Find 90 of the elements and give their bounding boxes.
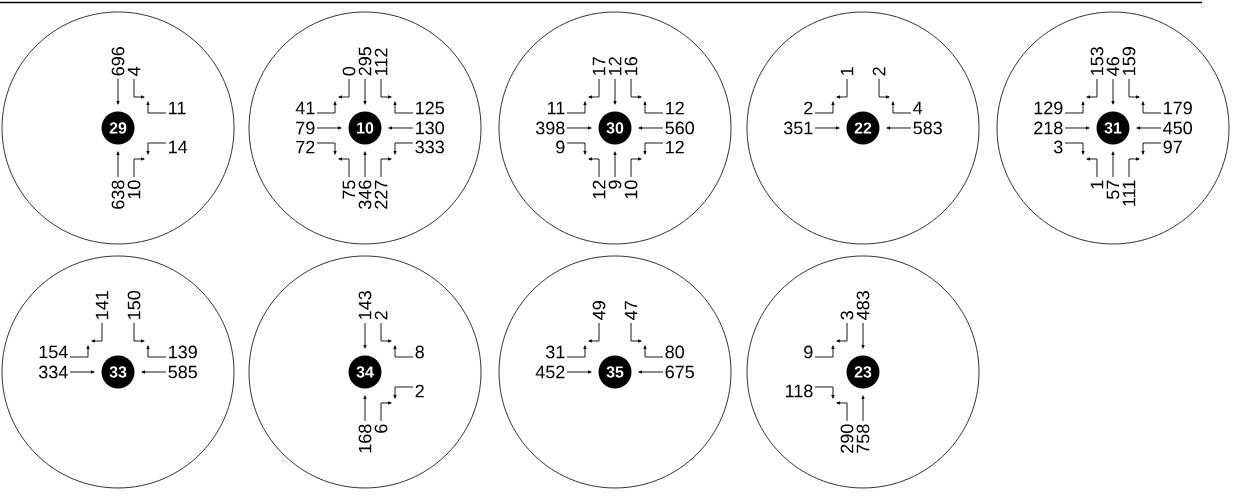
traffic-count: 72	[296, 140, 315, 154]
traffic-count: 143	[358, 291, 372, 319]
traffic-count: 150	[127, 290, 141, 319]
traffic-count: 585	[168, 365, 197, 379]
intersection-number: 33	[101, 355, 135, 389]
traffic-count: 17	[592, 57, 606, 75]
traffic-count: 346	[358, 180, 372, 210]
traffic-count: 1	[840, 67, 854, 75]
intersection-circle	[498, 11, 732, 245]
traffic-count: 153	[1090, 47, 1104, 75]
traffic-count: 218	[1034, 121, 1063, 135]
traffic-count: 168	[358, 424, 372, 453]
traffic-count: 9	[608, 180, 622, 189]
traffic-count: 4	[127, 66, 141, 76]
traffic-count: 2	[804, 101, 813, 115]
traffic-count: 8	[415, 345, 424, 359]
traffic-count: 111	[1122, 180, 1136, 206]
traffic-count: 139	[169, 345, 197, 359]
traffic-count: 31	[546, 345, 565, 359]
traffic-count: 398	[535, 121, 565, 135]
traffic-count: 12	[666, 101, 684, 115]
traffic-count: 2	[374, 311, 388, 320]
traffic-count: 333	[415, 140, 444, 154]
traffic-count: 227	[374, 180, 388, 209]
intersection-number: 29	[101, 111, 135, 145]
traffic-count: 483	[856, 291, 870, 320]
traffic-count: 57	[1106, 180, 1120, 199]
traffic-count: 675	[665, 365, 694, 379]
traffic-count: 295	[358, 47, 372, 76]
traffic-count: 1	[1090, 180, 1104, 189]
traffic-count: 79	[296, 121, 315, 135]
intersection-number: 30	[598, 111, 632, 145]
traffic-count: 0	[342, 66, 356, 76]
traffic-count: 112	[374, 48, 388, 75]
intersection-number: 34	[348, 355, 382, 389]
traffic-count: 154	[39, 345, 68, 359]
intersection-circle	[248, 11, 482, 245]
traffic-count: 2	[872, 67, 886, 76]
traffic-count: 4	[913, 101, 923, 115]
intersection-circle	[996, 11, 1230, 245]
traffic-count: 290	[840, 424, 854, 453]
traffic-count: 452	[535, 365, 565, 379]
intersection-number: 31	[1096, 111, 1130, 145]
traffic-count: 118	[785, 384, 813, 398]
traffic-count: 47	[624, 301, 638, 320]
intersection-circle	[498, 255, 732, 489]
traffic-count: 75	[342, 180, 356, 199]
intersection-circle	[1, 255, 235, 489]
traffic-count: 97	[1163, 140, 1182, 154]
traffic-count: 450	[1163, 121, 1193, 135]
traffic-count: 6	[374, 424, 388, 433]
traffic-count: 351	[783, 121, 813, 135]
traffic-count: 696	[111, 47, 125, 76]
traffic-count: 583	[913, 121, 942, 135]
traffic-count: 159	[1122, 47, 1136, 75]
traffic-count: 130	[416, 121, 445, 135]
intersection-circle	[248, 255, 482, 489]
intersection-number: 22	[846, 111, 880, 145]
traffic-count: 3	[1054, 140, 1063, 154]
traffic-count: 14	[169, 140, 188, 154]
intersection-circle	[1, 11, 235, 245]
traffic-count: 334	[38, 365, 68, 379]
traffic-count: 41	[295, 101, 315, 115]
traffic-count: 11	[548, 101, 565, 115]
traffic-count: 141	[95, 291, 109, 319]
traffic-count: 129	[1034, 101, 1063, 115]
traffic-count: 80	[665, 345, 685, 359]
intersection-number: 10	[348, 111, 382, 145]
traffic-count: 3	[840, 311, 854, 320]
intersection-number: 35	[598, 355, 632, 389]
traffic-count: 758	[856, 424, 870, 453]
traffic-count: 49	[592, 301, 606, 320]
intersection-circle	[746, 11, 980, 245]
traffic-count: 2	[415, 384, 424, 398]
traffic-count: 16	[624, 57, 638, 75]
traffic-count: 638	[111, 180, 125, 209]
traffic-count: 10	[127, 180, 141, 199]
traffic-count: 9	[804, 345, 813, 359]
traffic-count: 46	[1106, 57, 1120, 76]
intersection-number: 23	[846, 355, 880, 389]
traffic-count: 179	[1164, 101, 1192, 115]
traffic-count: 12	[592, 180, 606, 199]
traffic-count: 10	[624, 180, 638, 199]
intersection-circle	[746, 255, 980, 489]
traffic-count: 11	[169, 101, 186, 115]
traffic-count: 125	[416, 101, 444, 115]
traffic-count: 12	[608, 57, 622, 75]
traffic-count: 9	[556, 140, 565, 154]
traffic-count: 12	[666, 140, 684, 154]
traffic-count: 560	[665, 121, 695, 135]
